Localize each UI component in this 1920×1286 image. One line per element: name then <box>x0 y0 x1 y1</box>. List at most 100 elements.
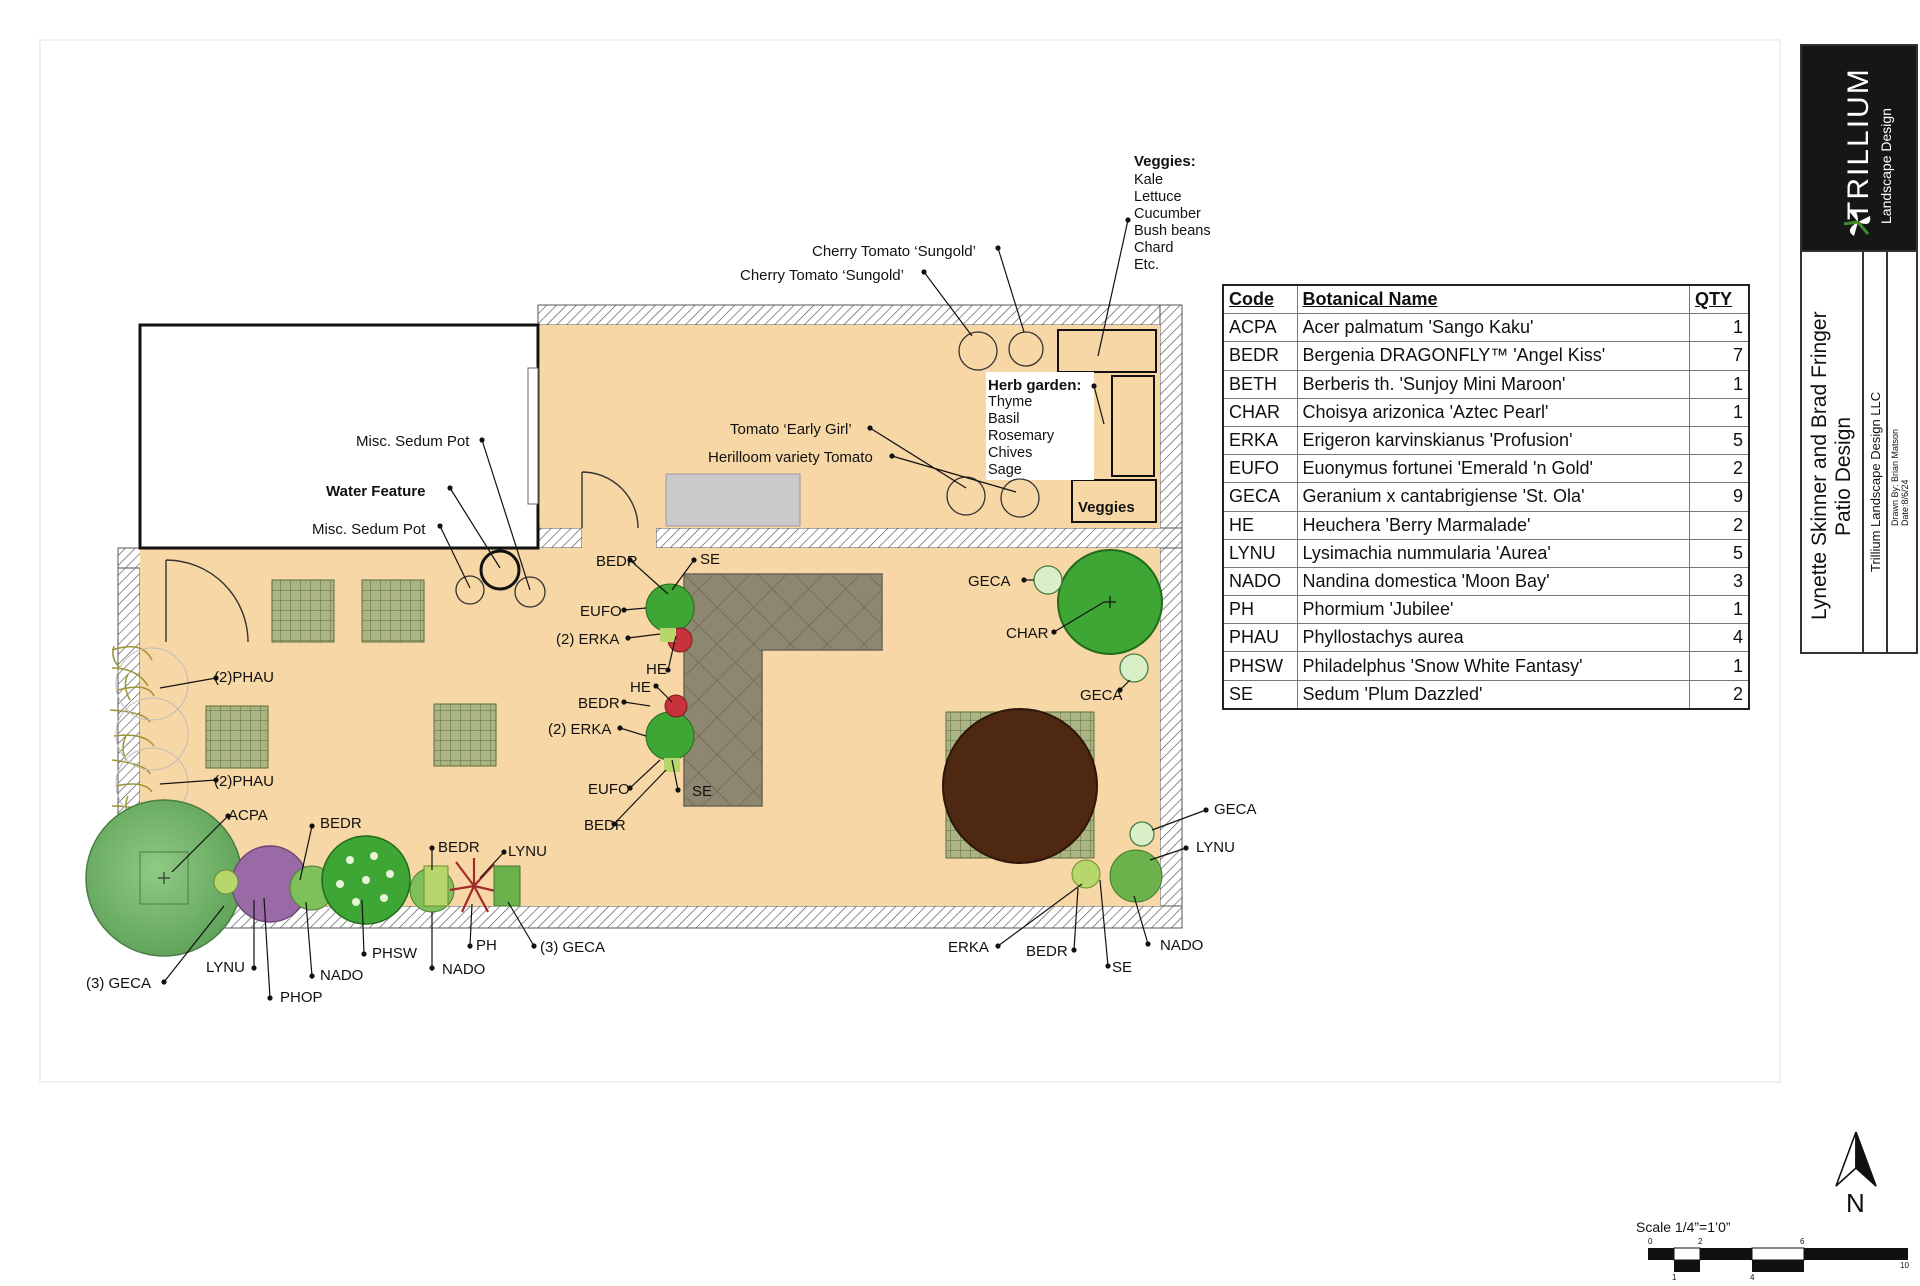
cell-qty: 2 <box>1689 454 1750 484</box>
callout-ph: PH <box>476 937 497 954</box>
callout-lynu-r: LYNU <box>1196 839 1235 856</box>
cell-name: Choisya arizonica 'Aztec Pearl' <box>1296 397 1690 427</box>
callout-cherry-tomato-2: Cherry Tomato ‘Sungold’ <box>740 267 904 284</box>
table-header-row: Code Botanical Name QTY <box>1222 284 1750 315</box>
bedr-left-plant <box>423 865 449 907</box>
cell-qty: 5 <box>1689 538 1750 568</box>
col-header-qty: QTY <box>1689 284 1750 315</box>
logo-subtitle: Landscape Design <box>1878 108 1894 224</box>
cell-qty: 4 <box>1689 623 1750 653</box>
cell-code: BETH <box>1222 369 1298 399</box>
walls <box>117 304 1183 929</box>
title-block: TRILLIUM Landscape Design Lynette Skinne… <box>1800 44 1918 654</box>
cell-qty: 1 <box>1689 313 1750 343</box>
cell-name: Euonymus fortunei 'Emerald 'n Gold' <box>1296 454 1690 484</box>
acpa-tree <box>85 799 243 957</box>
cell-name: Erigeron karvinskianus 'Profusion' <box>1296 425 1690 456</box>
paver-patio <box>683 573 883 807</box>
callout-bedr-c1: BEDR <box>596 553 638 570</box>
cell-name: Heuchera 'Berry Marmalade' <box>1296 510 1690 540</box>
callout-erka-c1: (2) ERKA <box>556 631 619 648</box>
veggies-item: Lettuce <box>1134 189 1182 205</box>
svg-text:2: 2 <box>1698 1237 1703 1246</box>
cell-code: BEDR <box>1222 341 1298 371</box>
lynu-left-plant <box>213 869 239 895</box>
house-footprint <box>138 323 639 643</box>
callout-acpa: ACPA <box>228 807 268 824</box>
cell-name: Acer palmatum 'Sango Kaku' <box>1296 313 1690 343</box>
herb-garden-heading: Herb garden <box>988 377 1076 394</box>
drawn-by: Drawn By: Brian Matson <box>1890 428 1900 526</box>
veggies-item: Bush beans <box>1134 223 1211 239</box>
herb-item: Chives <box>988 445 1032 461</box>
callout-nado-left-1: NADO <box>320 967 363 984</box>
patio-table <box>942 708 1098 864</box>
callout-geca-r1: GECA <box>968 573 1011 590</box>
company-name: Trillium Landscape Design LLC <box>1868 391 1883 572</box>
scale-label: Scale 1/4”=1’0” <box>1636 1219 1731 1235</box>
title-divider <box>1886 250 1888 652</box>
veggies-note: Veggies: Kale Lettuce Cucumber Bush bean… <box>1134 153 1211 273</box>
cell-qty: 2 <box>1689 679 1750 710</box>
cell-name: Lysimachia nummularia 'Aurea' <box>1296 538 1690 568</box>
callout-phsw: PHSW <box>372 945 418 962</box>
veggies-item: Etc. <box>1134 257 1159 273</box>
cell-qty: 1 <box>1689 651 1750 681</box>
callout-nado-r: NADO <box>1160 937 1203 954</box>
callout-geca-3-bottom: (3) GECA <box>540 939 605 956</box>
company-logo: TRILLIUM Landscape Design <box>1802 46 1916 250</box>
cell-code: NADO <box>1222 566 1298 597</box>
concrete-pad <box>665 473 801 527</box>
cell-name: Phormium 'Jubilee' <box>1296 595 1690 625</box>
callout-geca-r3: GECA <box>1214 801 1257 818</box>
phsw-shrub <box>321 835 411 925</box>
cell-code: CHAR <box>1222 397 1298 427</box>
svg-text:0: 0 <box>1648 1237 1653 1246</box>
callout-misc-sedum-pot-1: Misc. Sedum Pot <box>356 433 470 450</box>
project-title-line1: Lynette Skinner and Brad Fringer <box>1808 311 1831 620</box>
drawing-frame <box>39 39 1781 1083</box>
veggies-bed-label: Veggies <box>1078 499 1135 516</box>
cell-qty: 1 <box>1689 369 1750 399</box>
veggies-item: Kale <box>1134 172 1163 188</box>
geca-left-cluster <box>493 865 521 907</box>
callout-phau-2: (2)PHAU <box>214 773 274 790</box>
veg-beds <box>986 329 1157 523</box>
north-arrow: N <box>1835 1131 1877 1218</box>
cell-qty: 5 <box>1689 425 1750 456</box>
title-divider <box>1802 250 1916 252</box>
callout-phop: PHOP <box>280 989 323 1006</box>
cell-name: Sedum 'Plum Dazzled' <box>1296 679 1690 710</box>
callout-eufo-c1: EUFO <box>580 603 622 620</box>
lynu-nado-right <box>1071 849 1163 903</box>
callout-erka-c2: (2) ERKA <box>548 721 611 738</box>
scale-bar: Scale 1/4”=1’0” 0 2 6 10 1 4 <box>1636 1219 1909 1282</box>
svg-text:6: 6 <box>1800 1237 1805 1246</box>
cell-qty: 7 <box>1689 341 1750 371</box>
col-header-name: Botanical Name <box>1296 284 1690 315</box>
callout-bedr-left-1: BEDR <box>320 815 362 832</box>
callout-lynu-left-top: LYNU <box>508 843 547 860</box>
callout-erka-r: ERKA <box>948 939 989 956</box>
cell-name: Geranium x cantabrigiense 'St. Ola' <box>1296 482 1690 512</box>
geca-right-plants <box>1033 565 1155 847</box>
callout-labels: Cherry Tomato ‘Sungold’ Cherry Tomato ‘S… <box>86 243 1257 1006</box>
project-title-line2: Patio Design <box>1832 416 1855 536</box>
herb-item: Basil <box>988 411 1019 427</box>
svg-text:Veggies:: Veggies: <box>1134 153 1196 170</box>
callout-leaders <box>159 219 1207 999</box>
callout-bedr-c3: BEDR <box>584 817 626 834</box>
north-label: N <box>1846 1188 1865 1218</box>
callout-bedr-c2: BEDR <box>578 695 620 712</box>
cell-qty: 3 <box>1689 566 1750 597</box>
cell-name: Phyllostachys aurea <box>1296 623 1690 653</box>
